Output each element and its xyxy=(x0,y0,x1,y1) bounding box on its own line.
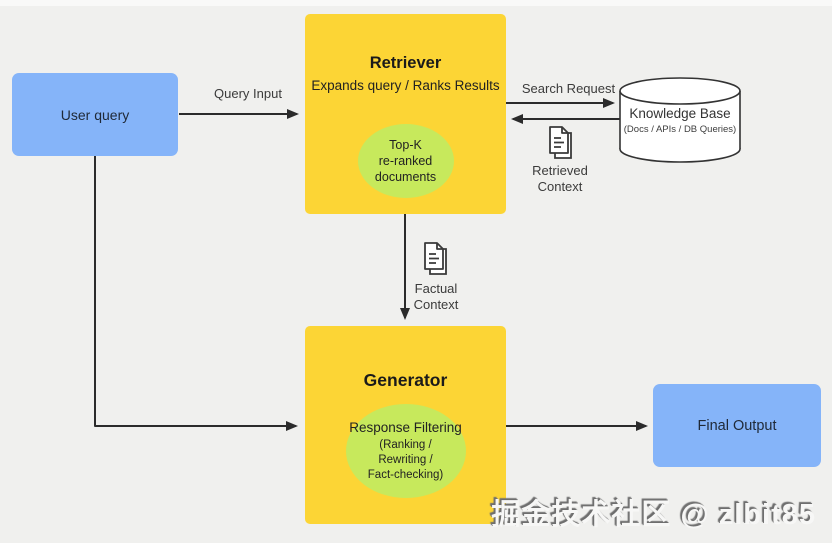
node-retriever: Retriever Expands query / Ranks Results … xyxy=(305,14,506,214)
bubble-line: Fact-checking) xyxy=(367,468,444,481)
node-final-output: Final Output xyxy=(653,384,821,467)
bubble-line: (Ranking / xyxy=(379,438,432,451)
query-input-label: Query Input xyxy=(214,86,282,101)
label-line: Factual xyxy=(414,281,458,296)
factual-documents-icon xyxy=(424,242,447,275)
bubble-line: Rewriting / xyxy=(378,453,433,466)
node-generator: Generator Response Filtering (Ranking / … xyxy=(305,326,506,524)
bubble-line: re-ranked xyxy=(378,153,433,168)
retriever-subtitle: Expands query / Ranks Results xyxy=(311,78,500,93)
knowledge-base-subtitle: (Docs / APIs / DB Queries) xyxy=(623,124,737,135)
label-line: Context xyxy=(537,179,583,195)
edge-userquery-to-generator xyxy=(94,156,298,431)
bubble-line: documents xyxy=(374,170,437,185)
retrieved-documents-icon xyxy=(549,126,572,159)
knowledge-base-title: Knowledge Base xyxy=(629,106,731,121)
retriever-title: Retriever xyxy=(369,54,442,72)
node-user-query: User query xyxy=(12,73,178,156)
label-line: Context xyxy=(413,297,459,313)
generator-title: Generator xyxy=(363,370,448,390)
bubble-line: Top-K xyxy=(389,137,422,152)
knowledge-base-cylinder xyxy=(619,77,741,163)
label-line: Retrieved xyxy=(532,163,588,178)
generator-filtering-bubble: Response Filtering (Ranking / Rewriting … xyxy=(345,404,466,498)
user-query-label: User query xyxy=(60,106,130,123)
node-knowledge-base: Knowledge Base (Docs / APIs / DB Queries… xyxy=(620,106,740,135)
watermark-text: 掘金技术社区 @ zlbit85 xyxy=(491,499,816,531)
retrieved-context-label: Retrieved Context xyxy=(520,163,600,196)
factual-context-label: Factual Context xyxy=(397,281,475,314)
retriever-topk-bubble: Top-K re-ranked documents xyxy=(357,124,454,198)
bubble-line: Response Filtering xyxy=(349,419,462,435)
final-output-label: Final Output xyxy=(697,417,777,434)
search-request-label: Search Request xyxy=(521,81,616,96)
